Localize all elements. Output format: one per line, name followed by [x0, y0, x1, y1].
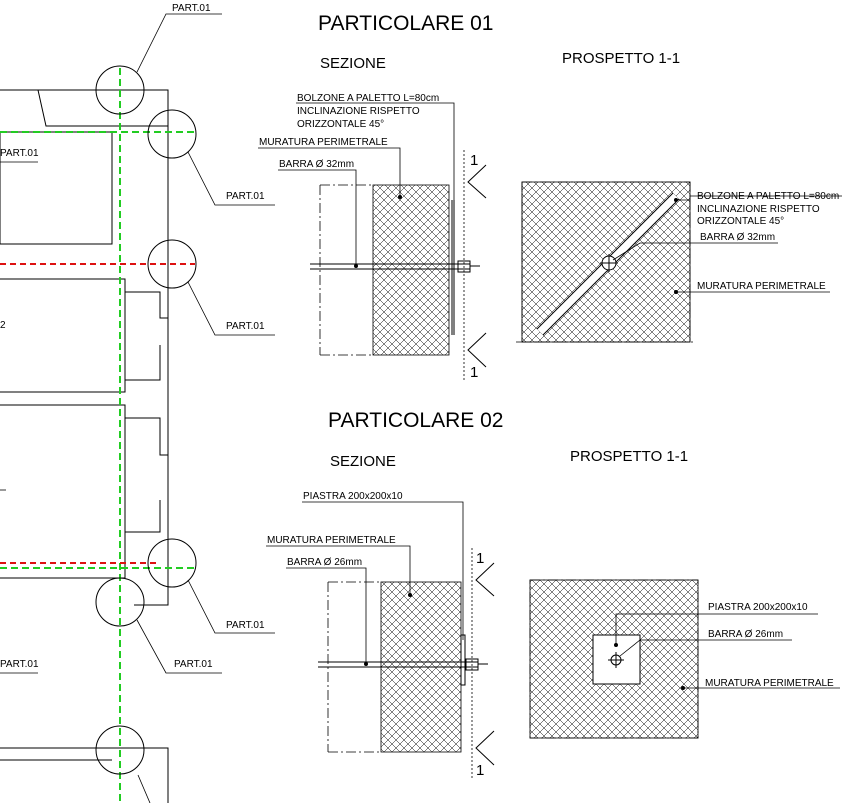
detail-01-title: PARTICOLARE 01 — [318, 12, 493, 35]
callout-label: PART.01 — [172, 3, 211, 14]
callout-label: PART.01 — [226, 321, 265, 332]
floor-plan: PART.01 PART.01 PART.01 PART.01 PART.01 … — [0, 3, 275, 803]
room-label: 2 — [0, 320, 6, 331]
masonry-label: MURATURA PERIMETRALE — [259, 137, 388, 148]
masonry-label: MURATURA PERIMETRALE — [267, 535, 396, 546]
callout-label: PART.01 — [226, 620, 265, 631]
detail-02-section-title: SEZIONE — [330, 453, 396, 470]
bar-label: BARRA Ø 26mm — [287, 557, 362, 568]
plate-label: PIASTRA 200x200x10 — [708, 602, 808, 613]
masonry-label: MURATURA PERIMETRALE — [705, 678, 834, 689]
section-mark: 1 — [470, 364, 478, 381]
section-mark: 1 — [476, 762, 484, 779]
bolt-label: ORIZZONTALE 45° — [697, 216, 784, 227]
detail-01-elevation-title: PROSPETTO 1-1 — [562, 50, 680, 67]
detail-02: PARTICOLARE 02 SEZIONE PROSPETTO 1-1 1 1… — [266, 409, 840, 779]
bar-label: BARRA Ø 32mm — [279, 159, 354, 170]
detail-02-title: PARTICOLARE 02 — [328, 409, 503, 432]
bolt-label: ORIZZONTALE 45° — [297, 119, 384, 130]
plate-label: PIASTRA 200x200x10 — [303, 491, 403, 502]
bolt-label: BOLZONE A PALETTO L=80cm — [297, 93, 439, 104]
bolt-label: INCLINAZIONE RISPETTO — [297, 106, 420, 117]
callout-label: PART.01 — [226, 191, 265, 202]
section-mark: 1 — [476, 550, 484, 567]
detail-01-section-title: SEZIONE — [320, 55, 386, 72]
masonry-section — [372, 184, 450, 356]
callout-label: PART.01 — [0, 148, 39, 159]
detail-01: PARTICOLARE 01 SEZIONE PROSPETTO 1-1 1 1… — [258, 12, 842, 381]
detail-02-elevation-title: PROSPETTO 1-1 — [570, 448, 688, 465]
bolt-label: BOLZONE A PALETTO L=80cm — [697, 191, 839, 202]
masonry-label: MURATURA PERIMETRALE — [697, 281, 826, 292]
bolt-label: INCLINAZIONE RISPETTO — [697, 204, 820, 215]
bar-label: BARRA Ø 26mm — [708, 629, 783, 640]
bar-label: BARRA Ø 32mm — [700, 232, 775, 243]
callout-label: PART.01 — [174, 659, 213, 670]
section-mark: 1 — [470, 152, 478, 169]
callout-label: PART.01 — [0, 659, 39, 670]
